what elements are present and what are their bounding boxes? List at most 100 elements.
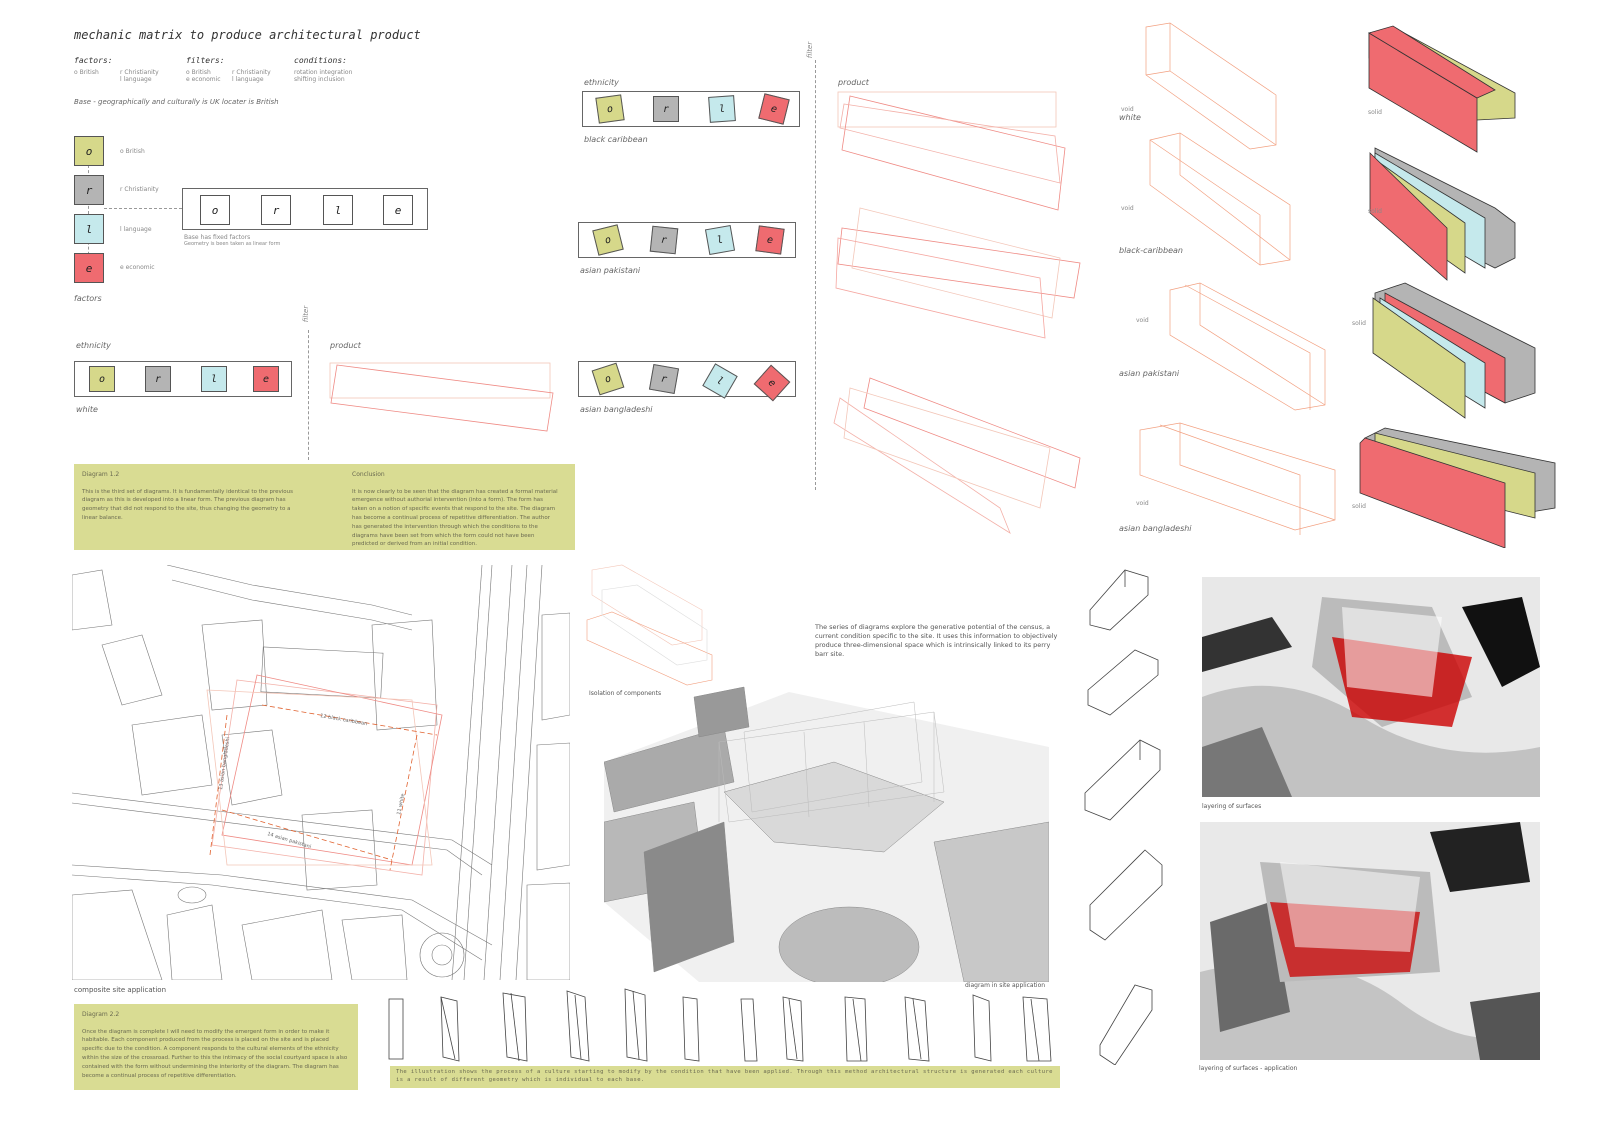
ethnicity-heading: ethnicity xyxy=(584,78,619,87)
void-iso-drawings xyxy=(1139,22,1336,535)
void-label: void xyxy=(1121,106,1134,113)
conclusion-column: Conclusion It is now clearly to be seen … xyxy=(352,470,558,549)
layering-app-caption: layering of surfaces - application xyxy=(1199,1065,1298,1072)
bangladeshi-e: e xyxy=(753,364,791,402)
conditions-item: rotation integration xyxy=(294,69,353,76)
factor-label: e economic xyxy=(120,264,155,271)
diagram-1-2-note: Diagram 1.2 This is the third set of dia… xyxy=(74,464,575,550)
caribbean-o: o xyxy=(595,94,625,124)
caribbean-l: l xyxy=(708,95,736,123)
ethnicity-heading: ethnicity xyxy=(76,341,111,350)
iso-row-label: white xyxy=(1119,113,1141,122)
series-text: The series of diagrams explore the gener… xyxy=(815,623,1058,659)
bangladeshi-r: r xyxy=(648,363,680,395)
iso-prism-column xyxy=(1084,569,1163,1065)
factor-label: r Christianity xyxy=(120,186,159,193)
base-box: o r l e xyxy=(182,188,428,230)
conditions-header: conditions: xyxy=(294,56,347,65)
pakistani-r: r xyxy=(649,225,679,255)
bangladeshi-l: l xyxy=(702,363,738,399)
conclusion-body: It is now clearly to be seen that the di… xyxy=(352,488,558,548)
caribbean-factor-box: o r l e xyxy=(582,91,800,127)
filters-item: e economic xyxy=(186,76,221,83)
white-factor-box: o r l e xyxy=(74,361,292,397)
void-label: void xyxy=(1121,205,1134,212)
factors-item: o British xyxy=(74,69,99,76)
white-e: e xyxy=(253,366,279,392)
diagram-1-2-column: Diagram 1.2 This is the third set of dia… xyxy=(82,470,307,523)
pakistani-e: e xyxy=(755,225,785,255)
solid-label: solid xyxy=(1368,208,1382,215)
base-letter: r xyxy=(261,195,291,225)
pakistani-l: l xyxy=(704,224,736,256)
factor-box-o: o xyxy=(74,136,104,166)
white-l: l xyxy=(201,366,227,392)
isolation-drawing xyxy=(586,564,713,686)
solid-label: solid xyxy=(1352,320,1366,327)
form-evolution-strip xyxy=(388,988,1052,1062)
iso-row-label: asian bangladeshi xyxy=(1119,524,1192,533)
white-label: white xyxy=(76,405,98,414)
product-heading: product xyxy=(838,78,869,87)
filters-item: r Christianity xyxy=(232,69,271,76)
solid-label: solid xyxy=(1352,503,1366,510)
factor-box-l: l xyxy=(74,214,104,244)
strip-caption: The illustration shows the process of a … xyxy=(390,1066,1060,1088)
iso-row-label: black-caribbean xyxy=(1119,246,1183,255)
isolation-caption: Isolation of components xyxy=(589,690,662,697)
white-r: r xyxy=(145,366,171,392)
site-map-plan: 12 black caribbean 13 asian bangladeshi … xyxy=(72,565,570,980)
base-text: Base - geographically and culturally is … xyxy=(74,98,279,106)
base-caption: Geometry is been taken as linear form xyxy=(184,241,281,247)
factors-item: l language xyxy=(120,76,152,83)
factors-caption: factors xyxy=(74,294,102,303)
iso-row-label: asian pakistani xyxy=(1119,369,1180,378)
conditions-item: shifting inclusion xyxy=(294,76,345,83)
product-drawings xyxy=(833,91,1081,534)
site-label: 11 white xyxy=(396,793,406,815)
pakistani-factor-box: o r l e xyxy=(578,222,796,258)
solid-iso-drawings xyxy=(1359,25,1556,548)
filters-item: l language xyxy=(232,76,264,83)
layering-caption: layering of surfaces xyxy=(1202,803,1262,810)
diagram-1-2-title: Diagram 1.2 xyxy=(82,471,120,478)
caribbean-e: e xyxy=(758,93,790,125)
factor-label: o British xyxy=(120,148,145,155)
bangladeshi-factor-box: o r l e xyxy=(578,361,796,402)
aerial-render-bottom xyxy=(1200,822,1540,1060)
factors-header: factors: xyxy=(74,56,113,65)
page-title: mechanic matrix to produce architectural… xyxy=(74,28,421,42)
base-letter: l xyxy=(323,195,353,225)
filter-label: filter xyxy=(302,305,311,323)
conclusion-title: Conclusion xyxy=(352,471,385,478)
site-application-render xyxy=(604,686,1049,982)
pakistani-o: o xyxy=(592,224,624,256)
aerial-render-top xyxy=(1202,577,1540,797)
diagram-2-2-body: Once the diagram is complete I will need… xyxy=(82,1028,348,1079)
row-label: asian bangladeshi xyxy=(580,405,653,414)
white-product-drawing xyxy=(329,362,554,432)
diagram-1-2-body: This is the third set of diagrams. It is… xyxy=(82,488,293,521)
filter-divider xyxy=(308,330,309,460)
bangladeshi-o: o xyxy=(591,362,625,396)
filters-item: o British xyxy=(186,69,211,76)
base-letter: o xyxy=(200,195,230,225)
row-label: black caribbean xyxy=(584,135,648,144)
factor-box-r: r xyxy=(74,175,104,205)
base-letter: e xyxy=(383,195,413,225)
filter-divider xyxy=(815,60,816,490)
diagram-2-2-title: Diagram 2.2 xyxy=(82,1011,120,1018)
site-caption: composite site application xyxy=(74,986,167,994)
void-label: void xyxy=(1136,317,1149,324)
row-label: asian pakistani xyxy=(580,266,641,275)
factors-item: r Christianity xyxy=(120,69,159,76)
white-o: o xyxy=(89,366,115,392)
solid-label: solid xyxy=(1368,109,1382,116)
factor-label: l language xyxy=(120,226,152,233)
diagram-2-2-note: Diagram 2.2 Once the diagram is complete… xyxy=(74,1004,358,1090)
base-caption: Base has fixed factors xyxy=(184,234,251,241)
filter-label: filter xyxy=(806,41,815,59)
filters-header: filters: xyxy=(186,56,225,65)
caribbean-r: r xyxy=(653,96,679,122)
product-heading: product xyxy=(330,341,361,350)
